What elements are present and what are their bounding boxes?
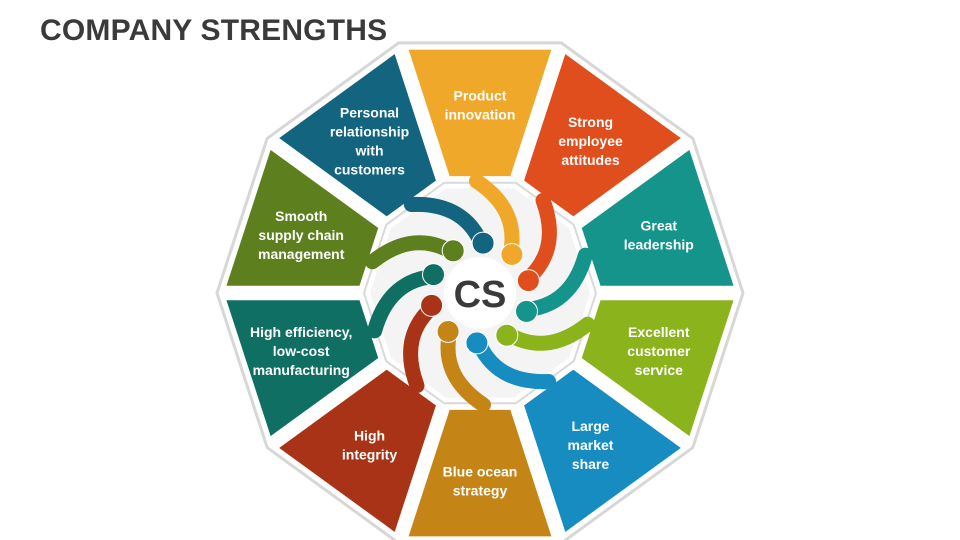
segment-shape <box>275 50 439 219</box>
hand-icon <box>471 231 495 255</box>
hand-icon <box>515 299 538 323</box>
segment-5: Blue ocean strategy <box>405 407 555 539</box>
segment-label-line: market <box>568 437 614 453</box>
segment-label-line: employee <box>558 133 623 149</box>
segment-shape <box>275 367 439 536</box>
segment-label: Personal relationship with customers <box>330 104 409 177</box>
segment-label: Product innovation <box>445 88 516 123</box>
segment-label-line: innovation <box>445 107 516 123</box>
segment-7: High efficiency, low-cost manufacturing <box>223 298 381 440</box>
segment-label-line: manufacturing <box>253 362 350 378</box>
segment-shape <box>405 47 555 179</box>
hand-icon <box>500 243 524 266</box>
segment-label-line: relationship <box>330 123 409 139</box>
center-label: CS <box>454 274 507 316</box>
segment-shape <box>521 367 685 536</box>
segment-9: Personal relationship with customers <box>275 50 439 219</box>
segment-label: High efficiency, low-cost manufacturing <box>250 324 352 378</box>
segment-shape <box>579 146 737 288</box>
center-circle <box>444 257 516 329</box>
hand-icon <box>441 239 465 263</box>
segment-label-line: strategy <box>453 483 508 499</box>
segment-shape <box>405 407 555 539</box>
segment-label-line: leadership <box>624 236 694 252</box>
segment-label-line: High <box>354 428 385 444</box>
hand-icon <box>420 293 444 317</box>
segment-6: High integrity <box>275 367 439 536</box>
segment-4: Large market share <box>521 367 685 536</box>
segments-ring: Product innovation Strong employee attitudes… <box>223 47 737 539</box>
segment-label-line: share <box>572 456 610 472</box>
center-badge: CS <box>444 257 516 329</box>
segment-label-line: with <box>355 142 384 158</box>
segment-label: Excellent customer service <box>627 324 691 378</box>
hand-icon <box>422 263 445 287</box>
segment-label-line: Smooth <box>275 208 327 224</box>
segment-label-line: service <box>635 362 683 378</box>
segment-label-line: management <box>258 246 345 262</box>
segment-label-line: Large <box>571 418 609 434</box>
segment-label-line: Great <box>641 217 678 233</box>
segment-2: Great leadership <box>579 146 737 288</box>
segment-3: Excellent customer service <box>579 298 737 440</box>
segment-label: Large market share <box>568 418 614 472</box>
segment-label: Blue ocean strategy <box>443 464 518 499</box>
segment-0: Product innovation <box>405 47 555 179</box>
segment-label: High integrity <box>342 428 397 463</box>
hand-icon <box>465 331 489 355</box>
joined-arms-illustration <box>364 173 596 413</box>
segment-label-line: Product <box>454 88 507 104</box>
segment-label: Great leadership <box>624 217 694 252</box>
segment-1: Strong employee attitudes <box>521 50 685 219</box>
hand-icon <box>495 323 519 347</box>
segment-shape <box>223 298 381 440</box>
segment-shape <box>579 298 737 440</box>
segment-label-line: Excellent <box>628 324 690 340</box>
segment-label-line: attitudes <box>561 152 620 168</box>
hand-icon <box>436 320 460 343</box>
segment-shape <box>223 146 381 288</box>
segment-label-line: Personal <box>340 104 399 120</box>
segment-label-line: integrity <box>342 447 397 463</box>
segment-label-line: customer <box>627 343 691 359</box>
segment-label-line: supply chain <box>258 227 344 243</box>
segment-label-line: Blue ocean <box>443 464 518 480</box>
segment-label-line: Strong <box>568 114 613 130</box>
page-title: COMPANY STRENGTHS <box>40 14 388 47</box>
segment-label-line: customers <box>334 161 405 177</box>
segment-8: Smooth supply chain management <box>223 146 381 288</box>
segment-label: Smooth supply chain management <box>258 208 345 262</box>
segment-shape <box>521 50 685 219</box>
segment-label: Strong employee attitudes <box>558 114 623 168</box>
segment-label-line: low-cost <box>273 343 330 359</box>
segment-label-line: High efficiency, <box>250 324 352 340</box>
hand-icon <box>516 269 540 293</box>
